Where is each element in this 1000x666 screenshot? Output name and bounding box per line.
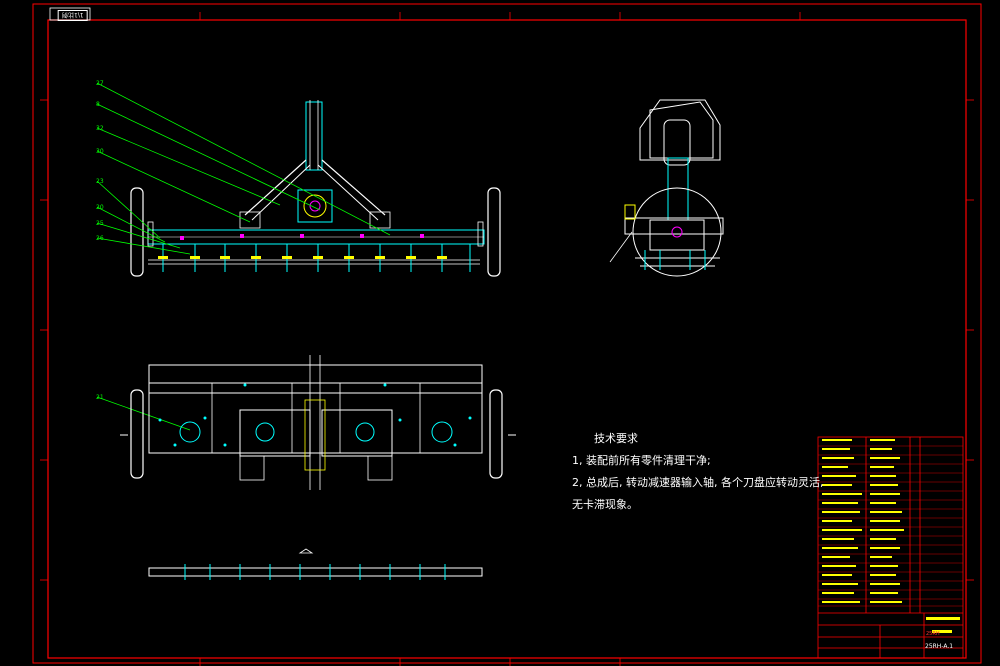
title-block-rows [818, 445, 963, 607]
corner-stamp-box [49, 7, 91, 21]
callout-32: 32 [96, 125, 104, 132]
front-view [130, 100, 501, 277]
cutter-heads [148, 259, 480, 265]
callout-25: 25 [96, 220, 104, 227]
right-wheel-front [487, 187, 501, 277]
title-block [817, 436, 964, 659]
inner-frame [47, 19, 967, 659]
title-block-text-marks [822, 439, 960, 633]
callout-20: 20 [96, 204, 104, 211]
mast [305, 101, 323, 171]
left-wheel-front [130, 187, 144, 277]
callout-21: 21 [96, 394, 104, 401]
callout-labels: 27 8 32 30 23 20 25 26 21 [96, 80, 104, 401]
notes-line-1: 1, 装配前所有零件清理干净; [572, 454, 711, 467]
side-view [609, 99, 724, 277]
left-wheel-top [130, 389, 144, 479]
right-wheel-top [489, 389, 503, 479]
callout-26: 26 [96, 235, 104, 242]
bottom-strip-view [148, 548, 483, 580]
side-wheel [632, 187, 722, 277]
zone-ticks [40, 12, 974, 666]
notes-title: 技术要求 [594, 432, 638, 445]
callout-23: 23 [96, 178, 104, 185]
gearbox [297, 189, 333, 223]
title-block-code: 25RH [926, 631, 940, 637]
top-view [120, 355, 516, 490]
notes-line-2: 2, 总成后, 转动减速器输入轴, 各个刀盘应转动灵活, [572, 476, 824, 489]
leader-lines [96, 82, 391, 431]
callout-30: 30 [96, 148, 104, 155]
corner-stamp: 1\1比例 [58, 10, 88, 21]
drawing-number: 25RH-A.1 [925, 643, 954, 650]
outer-frame [32, 3, 982, 664]
notes-line-3: 无卡滞现象。 [572, 498, 638, 511]
callout-8: 8 [96, 101, 100, 108]
blade-marks [158, 256, 447, 259]
callout-27: 27 [96, 80, 104, 87]
